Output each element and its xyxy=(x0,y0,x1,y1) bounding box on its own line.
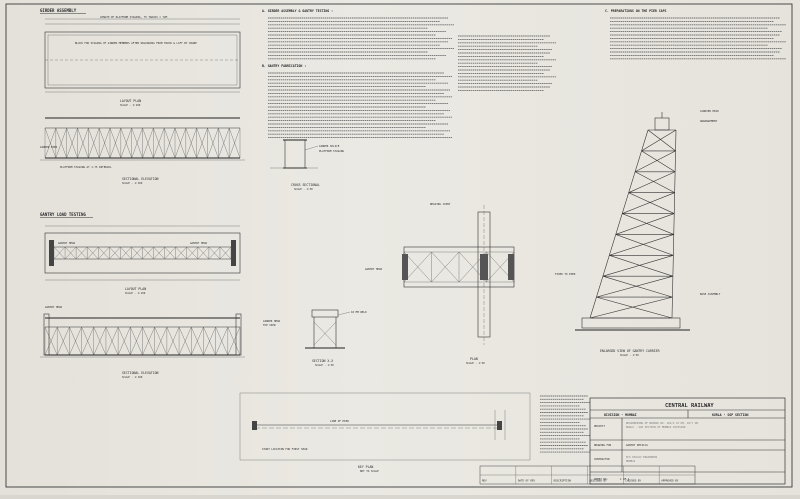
svg-text:GANTRY HEAD: GANTRY HEAD xyxy=(58,241,76,245)
svg-text:GANTRY HEAD: GANTRY HEAD xyxy=(190,241,208,245)
svg-text:GIRDER HEAD: GIRDER HEAD xyxy=(263,319,281,323)
section-xx-detail: 10 MM WELD GIRDER HEAD TOP VIEW xyxy=(263,309,367,349)
svg-text:BASE ASSEMBLY: BASE ASSEMBLY xyxy=(700,292,721,296)
title-contractor-label: CONTRACTOR xyxy=(594,457,610,461)
title-girder-assembly: GIRDER ASSEMBLY xyxy=(40,8,77,13)
svg-text:GANTRY HEAD: GANTRY HEAD xyxy=(365,267,383,271)
girder-layout-plan: BLOCK FOR STAGING OF GIRDER MEMBERS AFTE… xyxy=(44,31,241,93)
title-gantry-load-testing: GANTRY LOAD TESTING xyxy=(40,212,86,217)
gantry-sectional-elevation xyxy=(40,313,245,358)
gantry-carrier-tower xyxy=(575,112,690,331)
gantry-elevation-label: SECTIONAL ELEVATION xyxy=(122,371,159,375)
svg-text:BLOCK FOR STAGING OF GIRDER ME: BLOCK FOR STAGING OF GIRDER MEMBERS AFTE… xyxy=(75,41,197,45)
svg-text:MUMBAI: MUMBAI xyxy=(626,459,636,463)
notes-b-heading: B. GANTRY FABRICATION : xyxy=(262,64,306,68)
svg-text:PLATFORM STAGING AT 1.75 INTER: PLATFORM STAGING AT 1.75 INTERVAL xyxy=(60,165,112,169)
svg-text:FIXED TO PIER: FIXED TO PIER xyxy=(555,272,576,276)
title-division: DIVISION - MUMBAI xyxy=(604,413,637,417)
enlarged-view-label: ENLARGED VIEW OF GANTRY CARRIER xyxy=(600,349,660,353)
svg-text:START LOCATION FOR FIRST SPAN: START LOCATION FOR FIRST SPAN xyxy=(262,447,308,451)
gantry-plan-scale: SCALE - 1:100 xyxy=(125,291,146,295)
svg-text:LINE OF PIER: LINE OF PIER xyxy=(330,419,349,423)
girder-elevation-label: SECTIONAL ELEVATION xyxy=(122,177,159,181)
title-sheet-no: 1 OF 1 xyxy=(620,477,630,481)
gantry-plan-view xyxy=(402,205,515,345)
svg-text:LENGTH OF PLATFORM STAGING, 75: LENGTH OF PLATFORM STAGING, 75 TRACKS = … xyxy=(100,15,168,19)
notes-block-a: A. GIRDER ASSEMBLY & GANTRY TESTING : xyxy=(262,9,454,60)
svg-text:WELDING JOINT: WELDING JOINT xyxy=(430,202,451,206)
key-plan-label: KEY PLAN xyxy=(358,465,373,469)
gantry-layout-plan xyxy=(44,232,241,281)
revision-header-cell: REV xyxy=(482,479,487,483)
notes-block-b: B. GANTRY FABRICATION : xyxy=(262,64,452,139)
cross-sectional-scale: SCALE - 1:50 xyxy=(294,187,313,191)
svg-text:GIRDER SPLICE: GIRDER SPLICE xyxy=(319,144,340,148)
svg-text:GIRDER PIER: GIRDER PIER xyxy=(40,145,58,149)
svg-text:ARRANGEMENT: ARRANGEMENT xyxy=(700,119,718,123)
key-plan-notes xyxy=(540,395,590,453)
notes-c-heading: C. PREPARATIONS ON THE PIER CAPS xyxy=(605,9,666,13)
svg-text:KURLA - SGP SECTION OF MUMBAI: KURLA - SGP SECTION OF MUMBAI DIVISION xyxy=(626,425,686,429)
svg-text:REGIRDERING OF BRIDGE NO. 104/: REGIRDERING OF BRIDGE NO. 104/2 AT KM. 2… xyxy=(626,421,698,425)
revision-header-cell: DATE OF REV xyxy=(518,479,536,483)
title-drawing-for: GANTRY DETAILS xyxy=(626,443,648,447)
title-drawing-label: DRAWING FOR xyxy=(594,443,612,447)
revision-header-cell: DESCRIPTION xyxy=(554,479,572,483)
gantry-plan-label: LAYOUT PLAN xyxy=(125,287,146,291)
revision-header-cell: DESIGNED BY xyxy=(590,479,608,483)
title-railway: CENTRAL RAILWAY xyxy=(665,403,714,409)
sheet-border xyxy=(5,3,793,488)
svg-text:GANTRY HEAD: GANTRY HEAD xyxy=(45,305,63,309)
plan-label: PLAN xyxy=(470,357,478,361)
cross-sectional-label: CROSS SECTIONAL xyxy=(291,183,320,187)
title-project-label: PROJECT xyxy=(594,424,605,428)
section-xx-scale: SCALE - 1:50 xyxy=(315,363,334,367)
revision-header-cell: APPROVED BY xyxy=(661,479,679,483)
girder-plan-scale: SCALE - 1:100 xyxy=(120,103,141,107)
title-sheet-label: SHEET NO. xyxy=(594,477,608,481)
girder-elevation-scale: SCALE - 1:100 xyxy=(122,181,143,185)
svg-text:M/S PAVLOV ENGINEERS: M/S PAVLOV ENGINEERS xyxy=(626,455,658,459)
enlarged-view-scale: SCALE - 1:50 xyxy=(620,353,639,357)
girder-sectional-elevation xyxy=(40,117,245,161)
cross-sectional-detail: GIRDER SPLICE PLATFORM STAGING xyxy=(270,139,344,169)
notes-block-middle xyxy=(458,35,556,91)
svg-text:10 MM WELD: 10 MM WELD xyxy=(351,310,367,314)
svg-text:CARRIER HEAD: CARRIER HEAD xyxy=(700,109,719,113)
plan-scale: SCALE - 1:50 xyxy=(466,361,485,365)
title-block: CENTRAL RAILWAY DIVISION - MUMBAI KURLA … xyxy=(589,397,786,485)
title-section: KURLA - SGP SECTION xyxy=(712,413,749,417)
revision-table: REV DATE OF REV DESCRIPTION DESIGNED BY CHEC… xyxy=(479,465,696,485)
revision-header-cell: CHECKED BY xyxy=(625,479,641,483)
notes-a-heading: A. GIRDER ASSEMBLY & GANTRY TESTING : xyxy=(262,9,333,13)
section-xx-label: SECTION X-X xyxy=(312,359,333,363)
girder-plan-label: LAYOUT PLAN xyxy=(120,99,141,103)
gantry-elevation-scale: SCALE - 1:100 xyxy=(122,375,143,379)
svg-text:PLATFORM STAGING: PLATFORM STAGING xyxy=(319,149,344,153)
key-plan: LINE OF PIER START LOCATION FOR FIRST SP… xyxy=(239,392,531,461)
key-plan-scale: NOT TO SCALE xyxy=(360,469,379,473)
svg-text:TOP VIEW: TOP VIEW xyxy=(263,323,276,327)
notes-block-c: C. PREPARATIONS ON THE PIER CAPS xyxy=(605,9,786,60)
